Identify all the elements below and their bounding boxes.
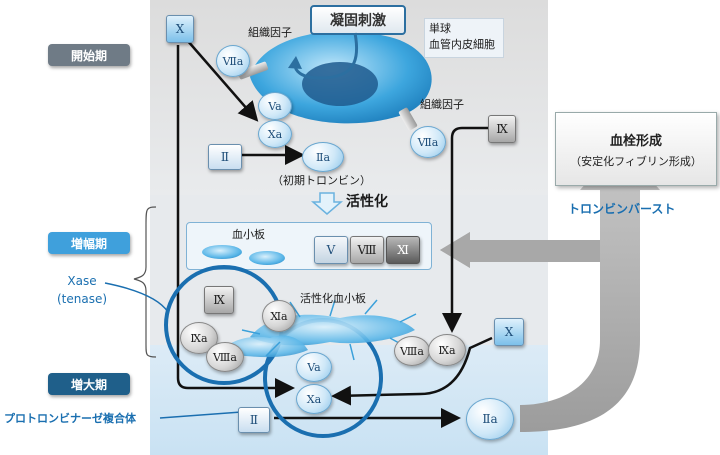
factor-viiia-right: Ⅷa	[394, 336, 430, 366]
phase-amplification: 増幅期	[48, 232, 130, 254]
stimulus-label: 凝固刺激	[310, 5, 406, 35]
cell-label: 単球 血管内皮細胞	[424, 18, 504, 58]
factor-xi-platelet: Ⅺ	[386, 236, 420, 264]
xase-label-main: Xase	[67, 274, 97, 288]
thrombus-title: 血栓形成	[609, 133, 662, 149]
factor-viia-right: Ⅶa	[410, 126, 446, 158]
tissue-factor-label-2: 組織因子	[420, 98, 464, 111]
factor-ix-right: Ⅸ	[488, 115, 516, 143]
factor-viiia-xase: Ⅷa	[206, 342, 244, 372]
cell-label-text: 単球 血管内皮細胞	[429, 22, 495, 51]
cell-graphic	[250, 31, 432, 124]
thrombus-subtitle: （安定化フィブリン形成）	[570, 154, 702, 168]
factor-xa-top: Xa	[258, 120, 292, 148]
factor-ix-xase: Ⅸ	[204, 286, 234, 314]
burst-arrow-up	[520, 145, 660, 432]
factor-v-platelet: V	[314, 236, 348, 264]
factor-va-prothrombinase: Va	[296, 352, 332, 382]
factor-iia-burst: Ⅱa	[466, 398, 514, 440]
activation-label: 活性化	[346, 194, 388, 210]
initial-thrombin-label: （初期トロンビン）	[272, 174, 371, 187]
factor-ii-top: Ⅱ	[208, 144, 242, 170]
xase-label: Xase (tenase)	[52, 272, 112, 308]
factor-x-top: X	[166, 15, 194, 43]
phase-propagation: 増大期	[48, 373, 130, 395]
tissue-factor-label-1: 組織因子	[248, 26, 292, 39]
factor-x-right: X	[494, 318, 524, 346]
amplification-bracket	[133, 206, 157, 358]
factor-xia: Ⅺa	[262, 300, 296, 332]
thrombus-box: 血栓形成 （安定化フィブリン形成）	[555, 112, 717, 186]
factor-ii-bottom: Ⅱ	[238, 407, 270, 433]
xase-label-sub: (tenase)	[56, 292, 108, 306]
factor-xa-prothrombinase: Xa	[296, 384, 332, 414]
prothrombinase-label: プロトロンビナーゼ複合体	[4, 412, 136, 425]
phase-initiation: 開始期	[48, 44, 130, 66]
factor-viia-left: Ⅶa	[216, 45, 250, 77]
factor-viii-platelet: Ⅷ	[350, 236, 384, 264]
factor-iia-initial: Ⅱa	[302, 142, 344, 172]
factor-va-top: Va	[258, 92, 292, 120]
factor-ixa-right: Ⅸa	[428, 334, 466, 366]
activated-platelet-label: 活性化血小板	[300, 292, 366, 305]
platelet-label: 血小板	[232, 228, 265, 241]
thrombin-burst-label: トロンビンバースト	[568, 202, 676, 216]
